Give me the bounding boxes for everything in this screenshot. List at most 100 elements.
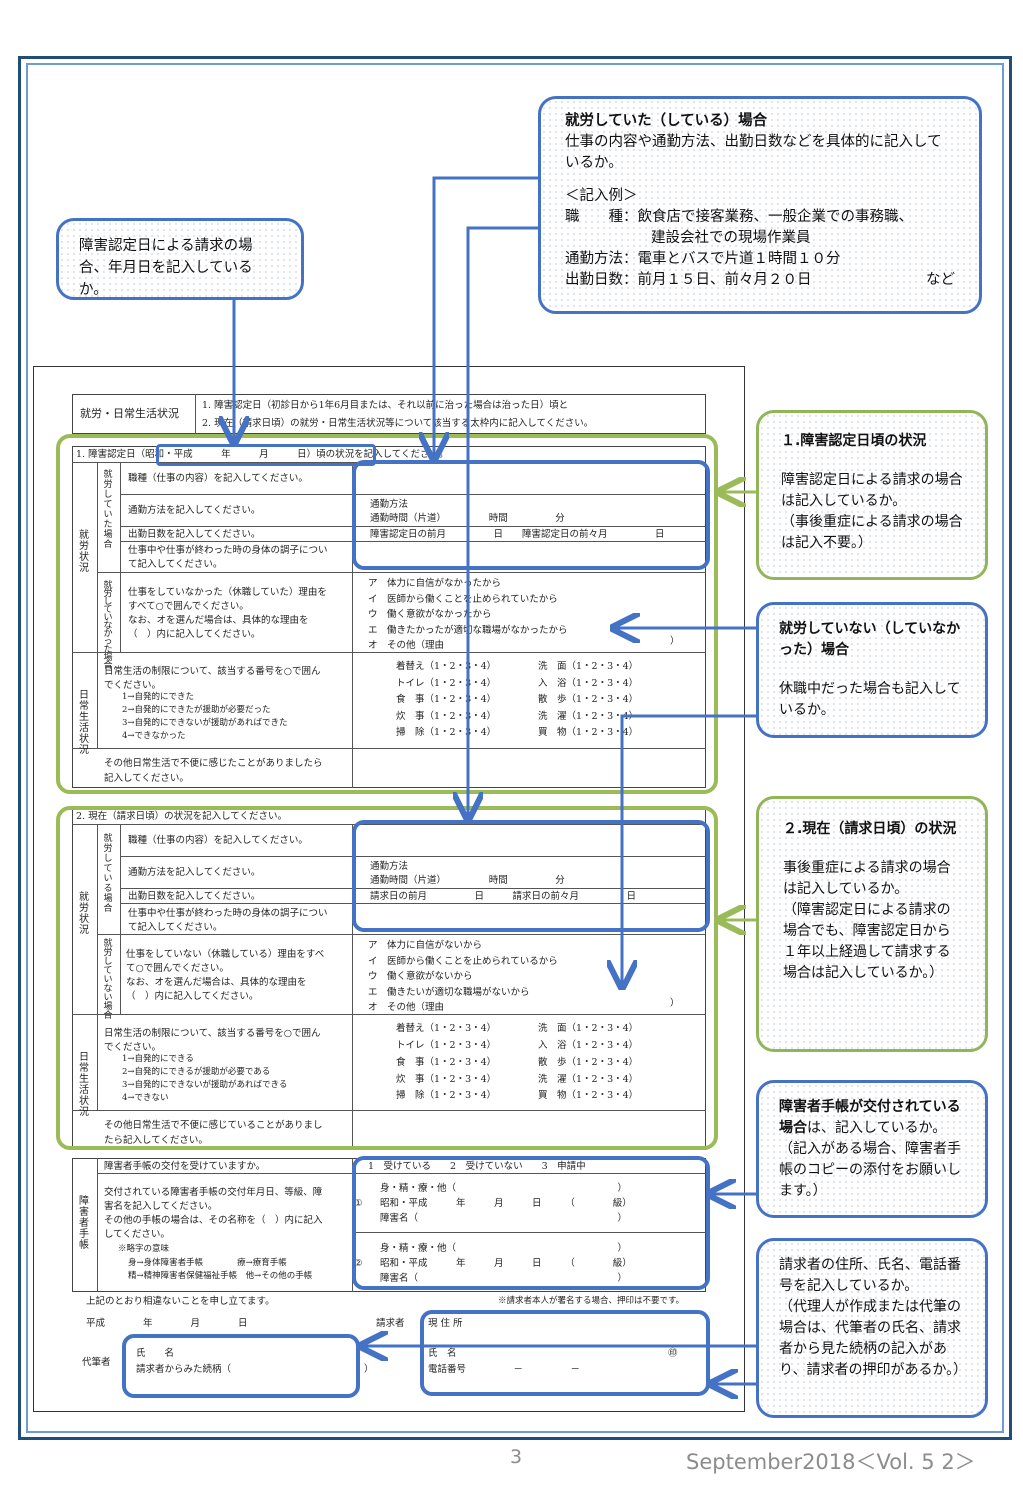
s1-not-working: 就労していなかった場合 (103, 581, 113, 671)
hb-desc4: してください。 (104, 1229, 170, 1240)
callout-section1-title: １.障害認定日頃の状況 (781, 433, 927, 449)
s2-reason4: （ ）内に記入してください。 (126, 991, 259, 1002)
s1-row-commute: 通勤方法を記入してください。 (128, 505, 261, 516)
s1-daily-status: 日常生活状況 (79, 690, 89, 756)
proxy-rel: 請求者からみた続柄（ ） (136, 1364, 374, 1375)
hb-num2: ② (354, 1258, 363, 1269)
s2-work-highlight (352, 820, 710, 932)
sign-note: ※請求者本人が署名する場合、押印は不要です。 (498, 1296, 685, 1306)
s2-act-l2: トイレ（1・2・3・4） (396, 1040, 497, 1051)
proxy-highlight (122, 1334, 360, 1398)
hb-abbr: ※略字の意味 (118, 1244, 170, 1254)
s1-opt-i: イ 医師から働くことを止められていたから (368, 594, 558, 605)
s1-scale1: 1→自発的にできた (122, 692, 195, 702)
callout-section2-body: 事後重症による請求の場合は記入しているか。 (783, 860, 951, 897)
s2-act-r3: 散 歩（1・2・3・4） (538, 1057, 639, 1068)
date-highlight (156, 444, 376, 466)
s1-row-cond1: 仕事中や仕事が終わった時の身体の調子につい (128, 545, 328, 556)
s2-other2: たら記入してください。 (104, 1135, 208, 1146)
callout-section1-body: 障害認定日による請求の場合は記入しているか。 (781, 472, 963, 509)
ex2-label: 通勤方法： (565, 251, 638, 267)
callout-not-working-body: 休職中だった場合も記入しているか。 (779, 681, 961, 718)
arrow-work-s2 (468, 226, 540, 816)
s1-reason1: 仕事をしていなかった（休職していた）理由を (128, 587, 327, 598)
hb-desc2: 害名を記入してください。 (104, 1201, 218, 1212)
section2-highlight (56, 806, 718, 1150)
s1-daily2: でください。 (104, 680, 162, 691)
callout-handbook-title: 障害者手帳が交付されている場合 (779, 1099, 961, 1136)
s1-scale4: 4→できなかった (122, 731, 186, 741)
s1-opt-o: オ その他（理由 (368, 640, 445, 651)
callout-section2-title: ２.現在（請求日頃）の状況 (783, 821, 957, 837)
s1-row-cond2: て記入してください。 (128, 559, 223, 570)
callout-section1-note: （事後重症による請求の場合は記入不要。） (781, 514, 963, 551)
hb-abbr2: 精→精神障害者保健福祉手帳 他→その他の手帳 (128, 1271, 313, 1281)
s1-work-highlight (352, 460, 710, 570)
callout-date-body: 障害認定日による請求の場合、年月日を記入しているか。 (79, 238, 253, 298)
ex1-value: 飲食店で接客業務、一般企業での事務職、 (637, 209, 914, 225)
section2-title: 2. 現在（請求日頃）の状況を記入してください。 (76, 811, 288, 822)
s1-act-l2: トイレ（1・2・3・4） (396, 678, 497, 689)
page-number: 3 (510, 1446, 523, 1468)
s2-scale2: 2→自発的にできるが援助が必要である (122, 1067, 271, 1077)
s2-row-days: 出勤日数を記入してください。 (128, 891, 261, 902)
callout-section1: １.障害認定日頃の状況 障害認定日による請求の場合は記入しているか。 （事後重症… (756, 410, 988, 580)
form-header (72, 394, 706, 434)
callout-working-title: 就労していた（している）場合 (565, 113, 768, 129)
hb-1-date: 昭和・平成 年 月 日 （ 級） (380, 1198, 632, 1209)
s2-other1: その他日常生活で不便に感じていることがありまし (104, 1120, 323, 1131)
s2-days: 請求日の前月 日 請求日の前々月 日 (370, 891, 637, 902)
s1-reason3: なお、オを選んだ場合は、具体的な理由を (128, 615, 309, 626)
ex3-suffix: など (926, 272, 955, 288)
s2-act-l5: 掃 除（1・2・3・4） (396, 1090, 497, 1101)
s2-commute-method: 通勤方法 (370, 861, 409, 872)
hb-num1: ① (354, 1198, 363, 1209)
hb-desc3: その他の手帳の場合は、その名称を（ ）内に記入 (104, 1215, 323, 1226)
s1-daily1: 日常生活の制限について、該当する番号を○で囲ん (104, 666, 321, 677)
s1-work-status: 就労状況 (79, 530, 89, 574)
s2-act-l3: 食 事（1・2・3・4） (396, 1057, 497, 1068)
proxy-name: 氏 名 (136, 1348, 175, 1359)
s2-reason2: て○で囲んでください。 (126, 963, 229, 974)
callout-date: 障害認定日による請求の場合、年月日を記入しているか。 (56, 218, 304, 300)
s2-row-cond1: 仕事中や仕事が終わった時の身体の調子につい (128, 908, 328, 919)
s2-reason3: なお、オを選んだ場合は、具体的な理由を (126, 977, 307, 988)
s2-work-status: 就労状況 (79, 892, 89, 936)
arrow-not-working-s2 (622, 714, 758, 984)
ex3-label: 出勤日数： (565, 272, 638, 288)
hb-1-name: 障害名（ ） (380, 1213, 628, 1224)
s2-scale3: 3→自発的にできないが援助があればできる (122, 1080, 288, 1090)
hb-2-date: 昭和・平成 年 月 日 （ 級） (380, 1258, 632, 1269)
s2-daily-status: 日常生活状況 (79, 1052, 89, 1118)
hb-desc1: 交付されている障害者手帳の交付年月日、等級、障 (104, 1187, 323, 1198)
s2-opt-o-close: ） (670, 998, 680, 1009)
proxy-label: 代筆者 (82, 1357, 111, 1368)
hb-abbr1: 身→身体障害者手帳 療→療育手帳 (128, 1258, 287, 1268)
s1-row-job: 職種（仕事の内容）を記入してください。 (128, 473, 308, 484)
section1-highlight (56, 434, 718, 794)
s1-reason4: （ ）内に記入してください。 (128, 629, 261, 640)
s2-is-working: 就労している場合 (103, 834, 113, 914)
s1-opt-u: ウ 働く意欲がなかったから (368, 609, 492, 620)
s1-scale3: 3→自発的にできないが援助があればできた (122, 718, 288, 728)
declaration: 上記のとおり相違ないことを申し立てます。 (86, 1296, 275, 1307)
s2-act-r1: 洗 面（1・2・3・4） (538, 1023, 639, 1034)
s1-act-r2: 入 浴（1・2・3・4） (538, 678, 639, 689)
claimant-label: 請求者 (376, 1318, 405, 1329)
s1-act-l5: 掃 除（1・2・3・4） (396, 727, 497, 738)
callout-working-body: 仕事の内容や通勤方法、出勤日数などを具体的に記入しているか。 (565, 134, 942, 171)
s1-opt-a: ア 体力に自信がなかったから (368, 578, 502, 589)
claimant-highlight (420, 1310, 710, 1396)
s1-reason2: すべて○で囲んでください。 (128, 601, 249, 612)
s2-commute-time: 通勤時間（片道） 時間 分 (370, 875, 565, 886)
s2-opt-i: イ 医師から働くことを止められているから (368, 956, 558, 967)
handbook-label: 障害者手帳 (79, 1196, 89, 1251)
s2-daily1: 日常生活の制限について、該当する番号を○で囲ん (104, 1028, 321, 1039)
hb-question: 障害者手帳の交付を受けていますか。 (104, 1161, 266, 1172)
callout-claimant: 請求者の住所、氏名、電話番号を記入しているか。 （代理人が作成または代筆の場合は… (756, 1238, 988, 1418)
callout-handbook: 障害者手帳が交付されている場合は、記入しているか。 （記入がある場合、障害者手帳… (756, 1080, 988, 1218)
s2-scale4: 4→できない (122, 1093, 169, 1103)
s1-act-r4: 洗 濯（1・2・3・4） (538, 711, 639, 722)
s2-opt-e: エ 働きたいが適切な職場がないから (368, 987, 530, 998)
